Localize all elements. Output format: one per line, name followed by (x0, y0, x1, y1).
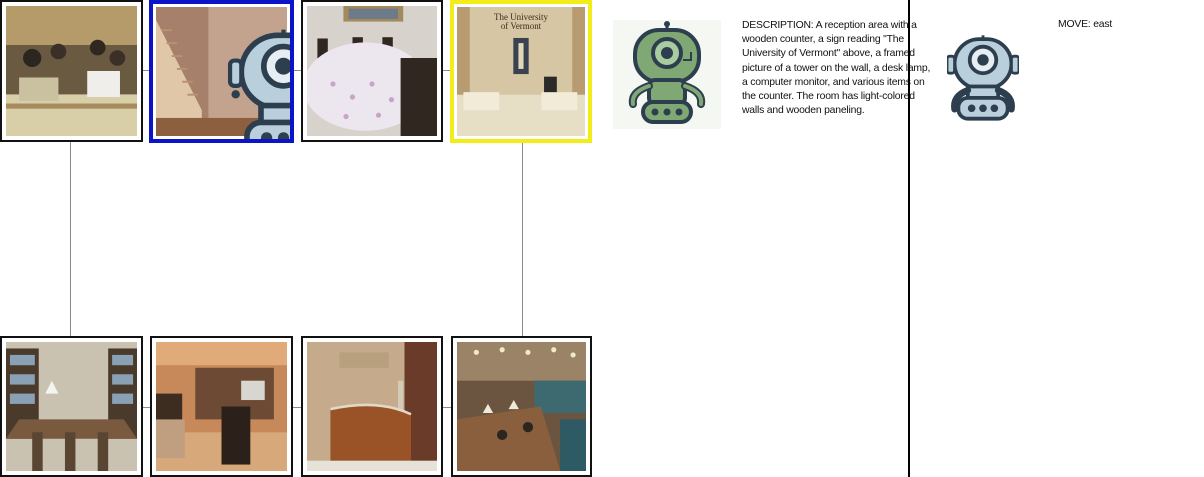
map-tile-reading-room[interactable] (451, 336, 592, 477)
map-tile-university-reception[interactable]: The University of Vermont (450, 0, 592, 143)
connector-h-bottom-1 (141, 407, 150, 408)
connector-h-bottom-2 (292, 407, 302, 408)
connector-v-left (70, 142, 71, 337)
sign-line-2: of Vermont (501, 21, 542, 31)
green-robot-icon (628, 21, 706, 124)
move-action-readout: MOVE: east (1058, 19, 1112, 30)
connector-h-top-1 (141, 70, 150, 71)
sign-line-1: The University (494, 12, 548, 22)
robot-icon (947, 35, 1019, 121)
description-label: DESCRIPTION: (742, 20, 814, 31)
room-photo-sewing-classroom (6, 6, 137, 136)
robot-icon (227, 29, 290, 139)
connector-v-right (522, 142, 523, 337)
agent-avatar-panel (613, 20, 721, 129)
panel-divider (908, 0, 910, 477)
move-value: east (1093, 19, 1113, 30)
description-text: A reception area with a wooden counter, … (742, 20, 931, 117)
connector-h-top-3 (442, 70, 450, 71)
room-photo-reception-desk (307, 342, 437, 471)
connector-h-bottom-3 (442, 407, 452, 408)
connector-h-top-2 (292, 70, 302, 71)
room-photo-dining-room (307, 6, 437, 136)
map-tile-sewing-classroom[interactable] (0, 0, 143, 142)
scene-description: DESCRIPTION: A reception area with a woo… (742, 19, 938, 118)
map-tile-staircase-hallway[interactable] (149, 0, 294, 143)
map-tile-home-office[interactable] (150, 336, 293, 477)
room-photo-university-reception: The University of Vermont (457, 7, 585, 136)
map-tile-library-tables[interactable] (0, 336, 143, 477)
room-photo-reading-room (457, 342, 586, 471)
map-tile-dining-room[interactable] (301, 0, 443, 142)
room-photo-home-office (156, 342, 287, 471)
map-tile-reception-desk[interactable] (301, 336, 443, 477)
room-photo-library-tables (6, 342, 137, 471)
move-label: MOVE: (1058, 19, 1091, 30)
